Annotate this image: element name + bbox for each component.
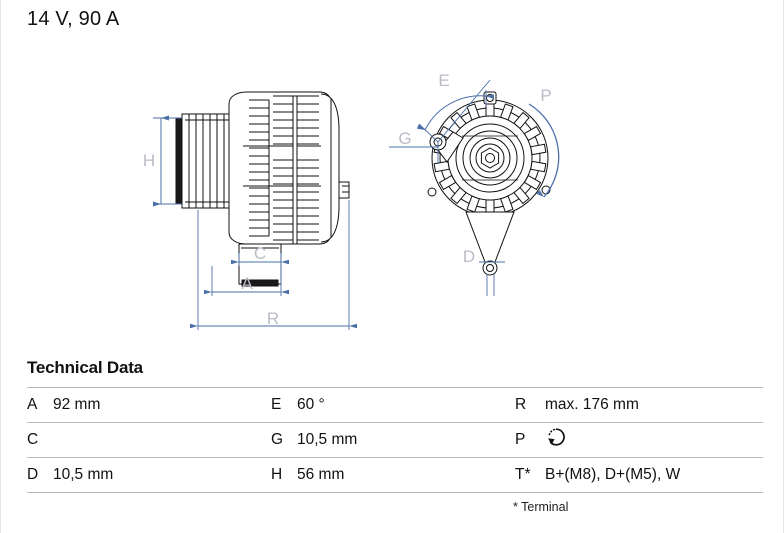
dimension-label-r: R: [267, 309, 279, 328]
pulley-side: [175, 113, 230, 209]
cooling-slots-left: [249, 99, 270, 237]
cooling-slots-right: [297, 95, 319, 241]
table-footnote: * Terminal: [513, 500, 569, 514]
row-key-d: D: [27, 457, 53, 493]
row-value-c: [53, 422, 271, 458]
row-value-g: 10,5 mm: [297, 422, 515, 458]
left-side-tab: [427, 187, 437, 197]
row-key-t: T*: [515, 457, 545, 493]
dimension-label-d: D: [463, 247, 475, 266]
row-value-d: 10,5 mm: [53, 457, 271, 493]
dimension-label-c: C: [254, 244, 266, 263]
cooling-slots-mid: [273, 95, 293, 241]
alternator-front-view: [427, 91, 551, 276]
technical-drawings: H C A R: [1, 34, 784, 352]
dimension-c: [231, 253, 289, 266]
dimension-a: [204, 266, 289, 296]
row-value-p: [545, 422, 763, 458]
dimension-label-p: P: [540, 86, 551, 105]
row-key-g: G: [271, 422, 297, 458]
dimension-label-a: A: [241, 274, 253, 293]
technical-data-section: Technical Data A 92 mm E 60 ° R max. 176…: [1, 358, 784, 514]
technical-data-heading: Technical Data: [27, 358, 143, 377]
row-value-r: max. 176 mm: [545, 387, 763, 423]
dimension-label-h: H: [143, 151, 155, 170]
row-value-h: 56 mm: [297, 457, 515, 493]
row-key-a: A: [27, 387, 53, 423]
row-key-h: H: [271, 457, 297, 493]
dimension-g: [389, 142, 439, 164]
rear-cover: [320, 93, 340, 243]
row-value-e: 60 °: [297, 387, 515, 423]
table-row: C G 10,5 mm P: [27, 422, 763, 458]
dimension-e: [416, 79, 495, 143]
technical-data-table: A 92 mm E 60 ° R max. 176 mm C G 10,5 mm…: [27, 387, 763, 493]
dimension-r: [190, 200, 357, 330]
rotation-direction-icon: [545, 426, 567, 453]
bottom-mount-foot: [465, 211, 515, 276]
row-value-a: 92 mm: [53, 387, 271, 423]
page-title: 14 V, 90 A: [27, 8, 120, 30]
row-value-t: B+(M8), D+(M5), W: [545, 457, 763, 493]
row-key-c: C: [27, 422, 53, 458]
housing-center-band: [243, 95, 331, 245]
dimension-label-g: G: [398, 129, 411, 148]
row-key-p: P: [515, 422, 545, 458]
terminal-block: [338, 181, 350, 199]
rotation-arrow-p: [528, 103, 560, 198]
dimension-d: [479, 261, 505, 296]
table-row: D 10,5 mm H 56 mm T* B+(M8), D+(M5), W: [27, 457, 763, 493]
dimension-h: [153, 115, 182, 207]
row-key-r: R: [515, 387, 545, 423]
drawings-svg: H C A R: [143, 71, 560, 330]
row-key-e: E: [271, 387, 297, 423]
dimension-label-e: E: [438, 71, 449, 90]
alternator-side-view: [175, 91, 350, 287]
table-row: A 92 mm E 60 ° R max. 176 mm: [27, 387, 763, 423]
